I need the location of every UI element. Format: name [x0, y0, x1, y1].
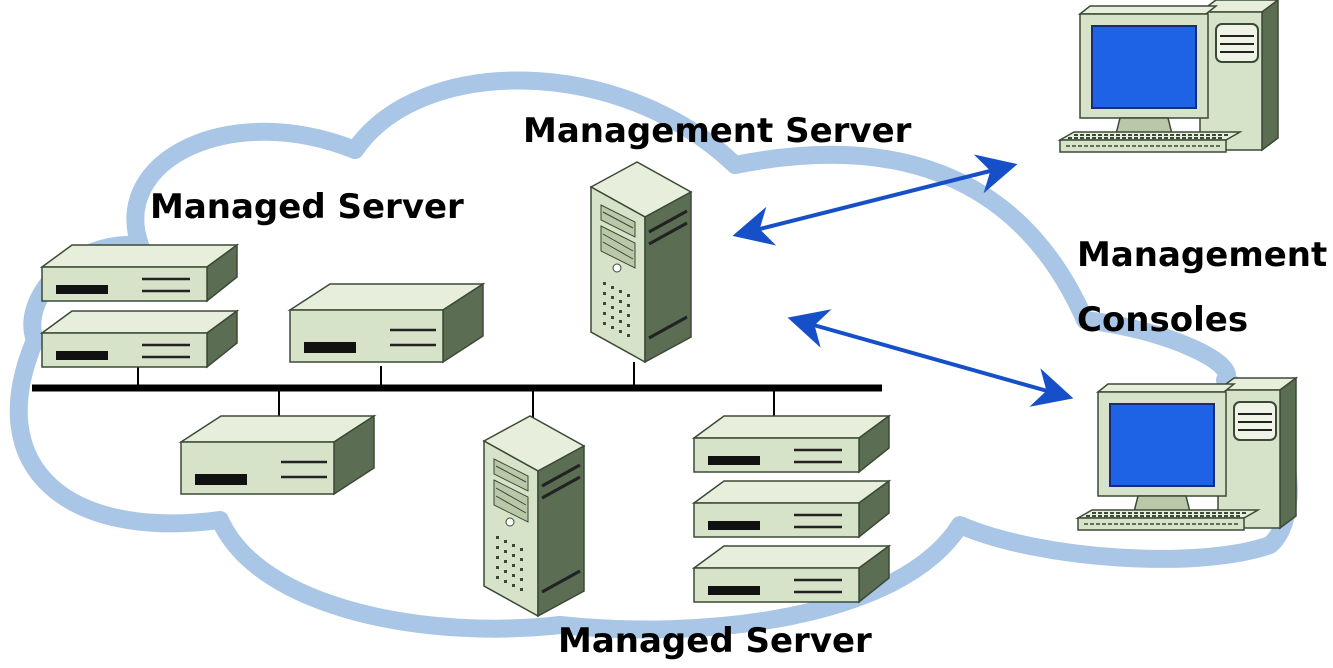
- cloud-outline: [9, 71, 1298, 639]
- rack-server-icon: [692, 544, 891, 604]
- management-consoles-line2: Consoles: [1077, 299, 1249, 340]
- desktop-computer-icon: [1077, 377, 1297, 531]
- managed-server-label: Managed Server: [150, 187, 464, 227]
- tower-server-icon: [482, 414, 586, 618]
- rack-server-icon: [40, 309, 239, 369]
- bidirectional-arrow: [787, 309, 1074, 407]
- management-consoles-label: Management Consoles: [1077, 223, 1327, 352]
- rack-server-icon: [288, 282, 485, 364]
- rack-server-icon: [692, 479, 891, 539]
- management-server-label: Management Server: [523, 111, 912, 151]
- management-consoles-line1: Management: [1077, 235, 1328, 275]
- desktop-computer-icon: [1059, 0, 1279, 153]
- rack-server-icon: [692, 414, 891, 474]
- network-bus-line: [32, 362, 882, 418]
- tower-server-icon: [589, 160, 693, 364]
- managed-server-label: Managed Server: [558, 621, 872, 661]
- bidirectional-arrow: [732, 154, 1018, 246]
- rack-server-icon: [40, 243, 239, 303]
- rack-server-icon: [179, 414, 376, 496]
